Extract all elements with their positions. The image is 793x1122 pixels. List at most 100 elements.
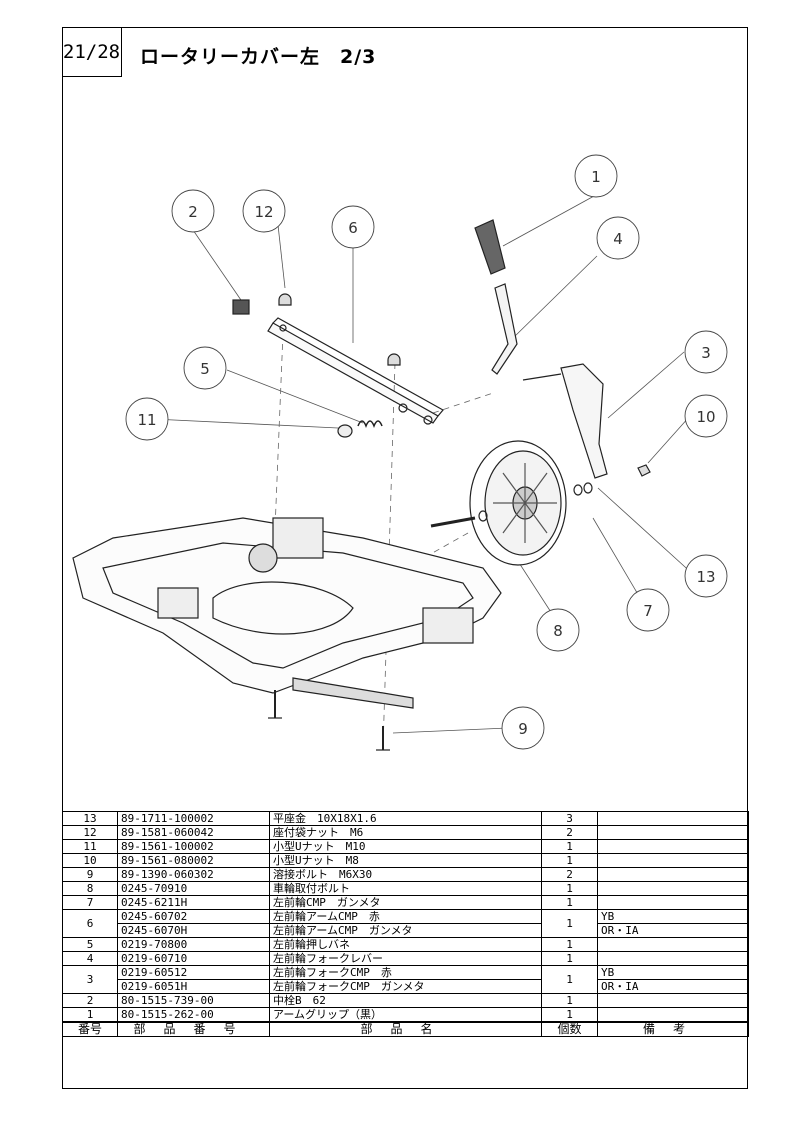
part-number-cell: 0219-6051H xyxy=(117,979,270,994)
part-number-cell: 0245-60702 xyxy=(117,909,270,924)
row-number: 1 xyxy=(62,1007,118,1023)
row-number: 9 xyxy=(62,867,118,882)
svg-text:8: 8 xyxy=(553,622,563,640)
row-number: 12 xyxy=(62,825,118,840)
remark-cell: YB xyxy=(597,965,749,980)
part-number-cell: 80-1515-739-00 xyxy=(117,993,270,1008)
remark-cell xyxy=(597,951,749,966)
callout-1: 1 xyxy=(574,154,618,198)
remark-cell xyxy=(597,811,749,826)
remark-cell xyxy=(597,1007,749,1023)
header-part-number: 部品番号 xyxy=(117,1021,270,1037)
part-name-cell: 左前輪フォークレバー xyxy=(269,951,542,966)
quantity-cell: 1 xyxy=(541,937,598,952)
svg-text:5: 5 xyxy=(200,360,210,378)
callout-11: 11 xyxy=(125,397,169,441)
callout-13: 13 xyxy=(684,554,728,598)
row-number: 13 xyxy=(62,811,118,826)
svg-text:9: 9 xyxy=(518,720,528,738)
row-number: 10 xyxy=(62,853,118,868)
header-number: 番号 xyxy=(62,1021,118,1037)
svg-text:4: 4 xyxy=(613,230,623,248)
callout-9: 9 xyxy=(501,706,545,750)
callout-10: 10 xyxy=(684,394,728,438)
part-number-cell: 89-1561-080002 xyxy=(117,853,270,868)
header-quantity: 個数 xyxy=(541,1021,598,1037)
part-name-cell: 左前輪フォークCMP 赤 xyxy=(269,965,542,980)
row-number: 6 xyxy=(62,909,118,938)
quantity-cell: 1 xyxy=(541,1007,598,1023)
part-number-cell: 0219-70800 xyxy=(117,937,270,952)
callout-6: 6 xyxy=(331,205,375,249)
part-name-cell: 小型Uナット M8 xyxy=(269,853,542,868)
svg-text:12: 12 xyxy=(254,203,273,221)
remark-cell xyxy=(597,937,749,952)
remark-cell: OR・IA xyxy=(597,979,749,994)
row-number: 8 xyxy=(62,881,118,896)
quantity-cell: 1 xyxy=(541,895,598,910)
part-number-cell: 89-1561-100002 xyxy=(117,839,270,854)
remark-cell: YB xyxy=(597,909,749,924)
row-number: 5 xyxy=(62,937,118,952)
part-number-cell: 0219-60512 xyxy=(117,965,270,980)
part-number-cell: 89-1711-100002 xyxy=(117,811,270,826)
quantity-cell: 1 xyxy=(541,951,598,966)
remark-cell xyxy=(597,881,749,896)
row-number: 7 xyxy=(62,895,118,910)
remark-cell xyxy=(597,993,749,1008)
row-number: 11 xyxy=(62,839,118,854)
quantity-cell: 1 xyxy=(541,909,598,938)
quantity-cell: 3 xyxy=(541,811,598,826)
svg-text:1: 1 xyxy=(591,168,601,186)
svg-text:13: 13 xyxy=(696,568,715,586)
quantity-cell: 1 xyxy=(541,839,598,854)
callout-2: 2 xyxy=(171,189,215,233)
header-remarks: 備考 xyxy=(597,1021,749,1037)
remark-cell xyxy=(597,825,749,840)
row-number: 2 xyxy=(62,993,118,1008)
part-name-cell: 溶接ボルト M6X30 xyxy=(269,867,542,882)
part-number-cell: 0219-60710 xyxy=(117,951,270,966)
remark-cell xyxy=(597,867,749,882)
exploded-parts-diagram: 1 2 3 4 5 6 7 8 9 10 11 12 13 xyxy=(72,154,728,751)
quantity-cell: 1 xyxy=(541,853,598,868)
callout-12: 12 xyxy=(242,189,286,233)
row-number: 4 xyxy=(62,951,118,966)
part-name-cell: 左前輪アームCMP ガンメタ xyxy=(269,923,542,938)
svg-text:7: 7 xyxy=(643,602,653,620)
part-number-cell: 0245-6211H xyxy=(117,895,270,910)
quantity-cell: 2 xyxy=(541,867,598,882)
callout-4: 4 xyxy=(596,216,640,260)
table-header-row: 番号 部品番号 部品名 個数 備考 xyxy=(62,1021,749,1037)
part-name-cell: 左前輪押しバネ xyxy=(269,937,542,952)
callout-7: 7 xyxy=(626,588,670,632)
part-name-cell: 平座金 10X18X1.6 xyxy=(269,811,542,826)
part-name-cell: 左前輪CMP ガンメタ xyxy=(269,895,542,910)
part-name-cell: 左前輪フォークCMP ガンメタ xyxy=(269,979,542,994)
svg-text:11: 11 xyxy=(137,411,156,429)
svg-text:3: 3 xyxy=(701,344,711,362)
header-part-name: 部品名 xyxy=(269,1021,542,1037)
svg-text:10: 10 xyxy=(696,408,715,426)
quantity-cell: 1 xyxy=(541,965,598,994)
remark-cell: OR・IA xyxy=(597,923,749,938)
callout-3: 3 xyxy=(684,330,728,374)
remark-cell xyxy=(597,853,749,868)
quantity-cell: 1 xyxy=(541,881,598,896)
part-name-cell: 中栓B 62 xyxy=(269,993,542,1008)
part-name-cell: アームグリップ（黒） xyxy=(269,1007,542,1023)
part-number-cell: 0245-6070H xyxy=(117,923,270,938)
svg-text:2: 2 xyxy=(188,203,198,221)
row-number: 3 xyxy=(62,965,118,994)
